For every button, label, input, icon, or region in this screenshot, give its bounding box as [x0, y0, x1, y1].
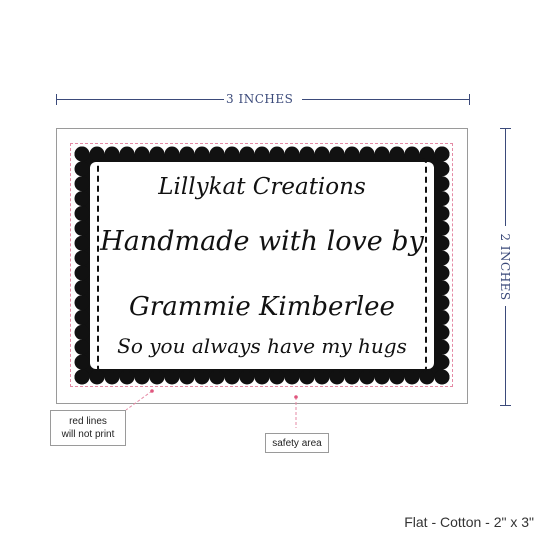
inner-panel: [90, 162, 434, 369]
red-lines-callout-line-1: red lines: [69, 416, 107, 427]
product-spec: Flat - Cotton - 2" x 3": [404, 514, 534, 530]
height-dimension: 2 INCHES: [498, 128, 514, 406]
safety-area-callout-label: safety area: [272, 438, 322, 449]
safety-area-callout: safety area: [265, 433, 329, 453]
red-lines-callout: red lines will not print: [50, 410, 126, 446]
label-line-3: Grammie Kimberlee: [129, 292, 395, 322]
red-lines-callout-line-2: will not print: [61, 429, 115, 440]
label-artwork: [74, 146, 450, 385]
label-line-4: So you always have my hugs: [117, 334, 407, 358]
label-line-1: Lillykat Creations: [158, 174, 366, 200]
stitch-line: [97, 158, 427, 373]
label-line-2: Handmade with love by: [100, 226, 424, 257]
label-text-area: Lillykat Creations Handmade with love by…: [56, 128, 468, 404]
width-dimension-label: 3 INCHES: [226, 92, 294, 106]
safety-area-guide: [70, 143, 453, 387]
width-dimension: 3 INCHES: [56, 92, 470, 108]
